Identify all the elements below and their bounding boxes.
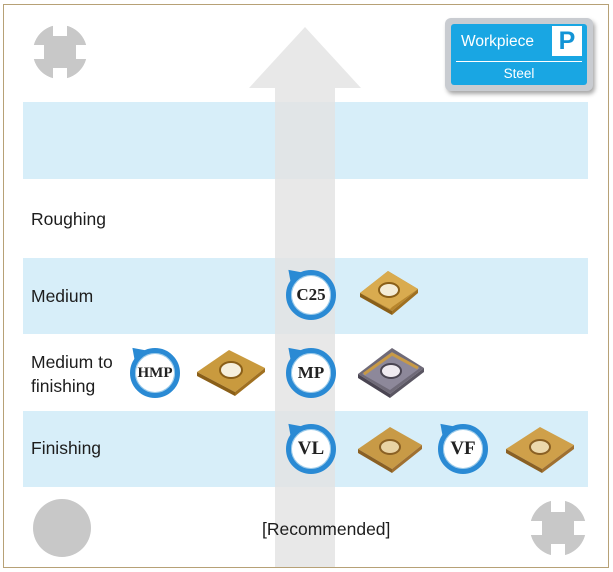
row-label-medium: Medium <box>31 286 94 306</box>
insert-image-vl <box>358 427 422 473</box>
insert-image-c25 <box>360 271 418 315</box>
row-label-finishing: Finishing <box>31 438 102 458</box>
workpiece-divider <box>456 61 582 62</box>
badge-hmp: HMP <box>130 348 180 398</box>
row-label-medium-to-finishing: Medium to finishing <box>31 352 113 396</box>
clamp-icon-bottom-right <box>528 498 588 558</box>
badge-vl: VL <box>286 424 336 474</box>
circle-icon-bottom-left <box>33 499 91 557</box>
badge-c25: C25 <box>286 270 336 320</box>
workpiece-title: Workpiece <box>461 33 534 50</box>
workpiece-material: Steel <box>503 66 535 81</box>
insert-image-hmp <box>197 350 265 396</box>
diagram-frame: Roughing Medium Medium to finishing Fini… <box>3 4 609 568</box>
row-label-roughing: Roughing <box>31 209 106 229</box>
workpiece-card: Workpiece P Steel <box>445 18 593 91</box>
insert-image-mp <box>358 348 424 398</box>
workpiece-iso-letter: P <box>552 26 582 56</box>
recommended-label: [Recommended] <box>262 519 391 539</box>
clamp-icon-top-left <box>31 23 89 81</box>
badge-mp: MP <box>286 348 336 398</box>
insert-image-vf <box>506 427 574 473</box>
badge-vf: VF <box>438 424 488 474</box>
workpiece-card-inner: Workpiece P Steel <box>451 24 587 85</box>
